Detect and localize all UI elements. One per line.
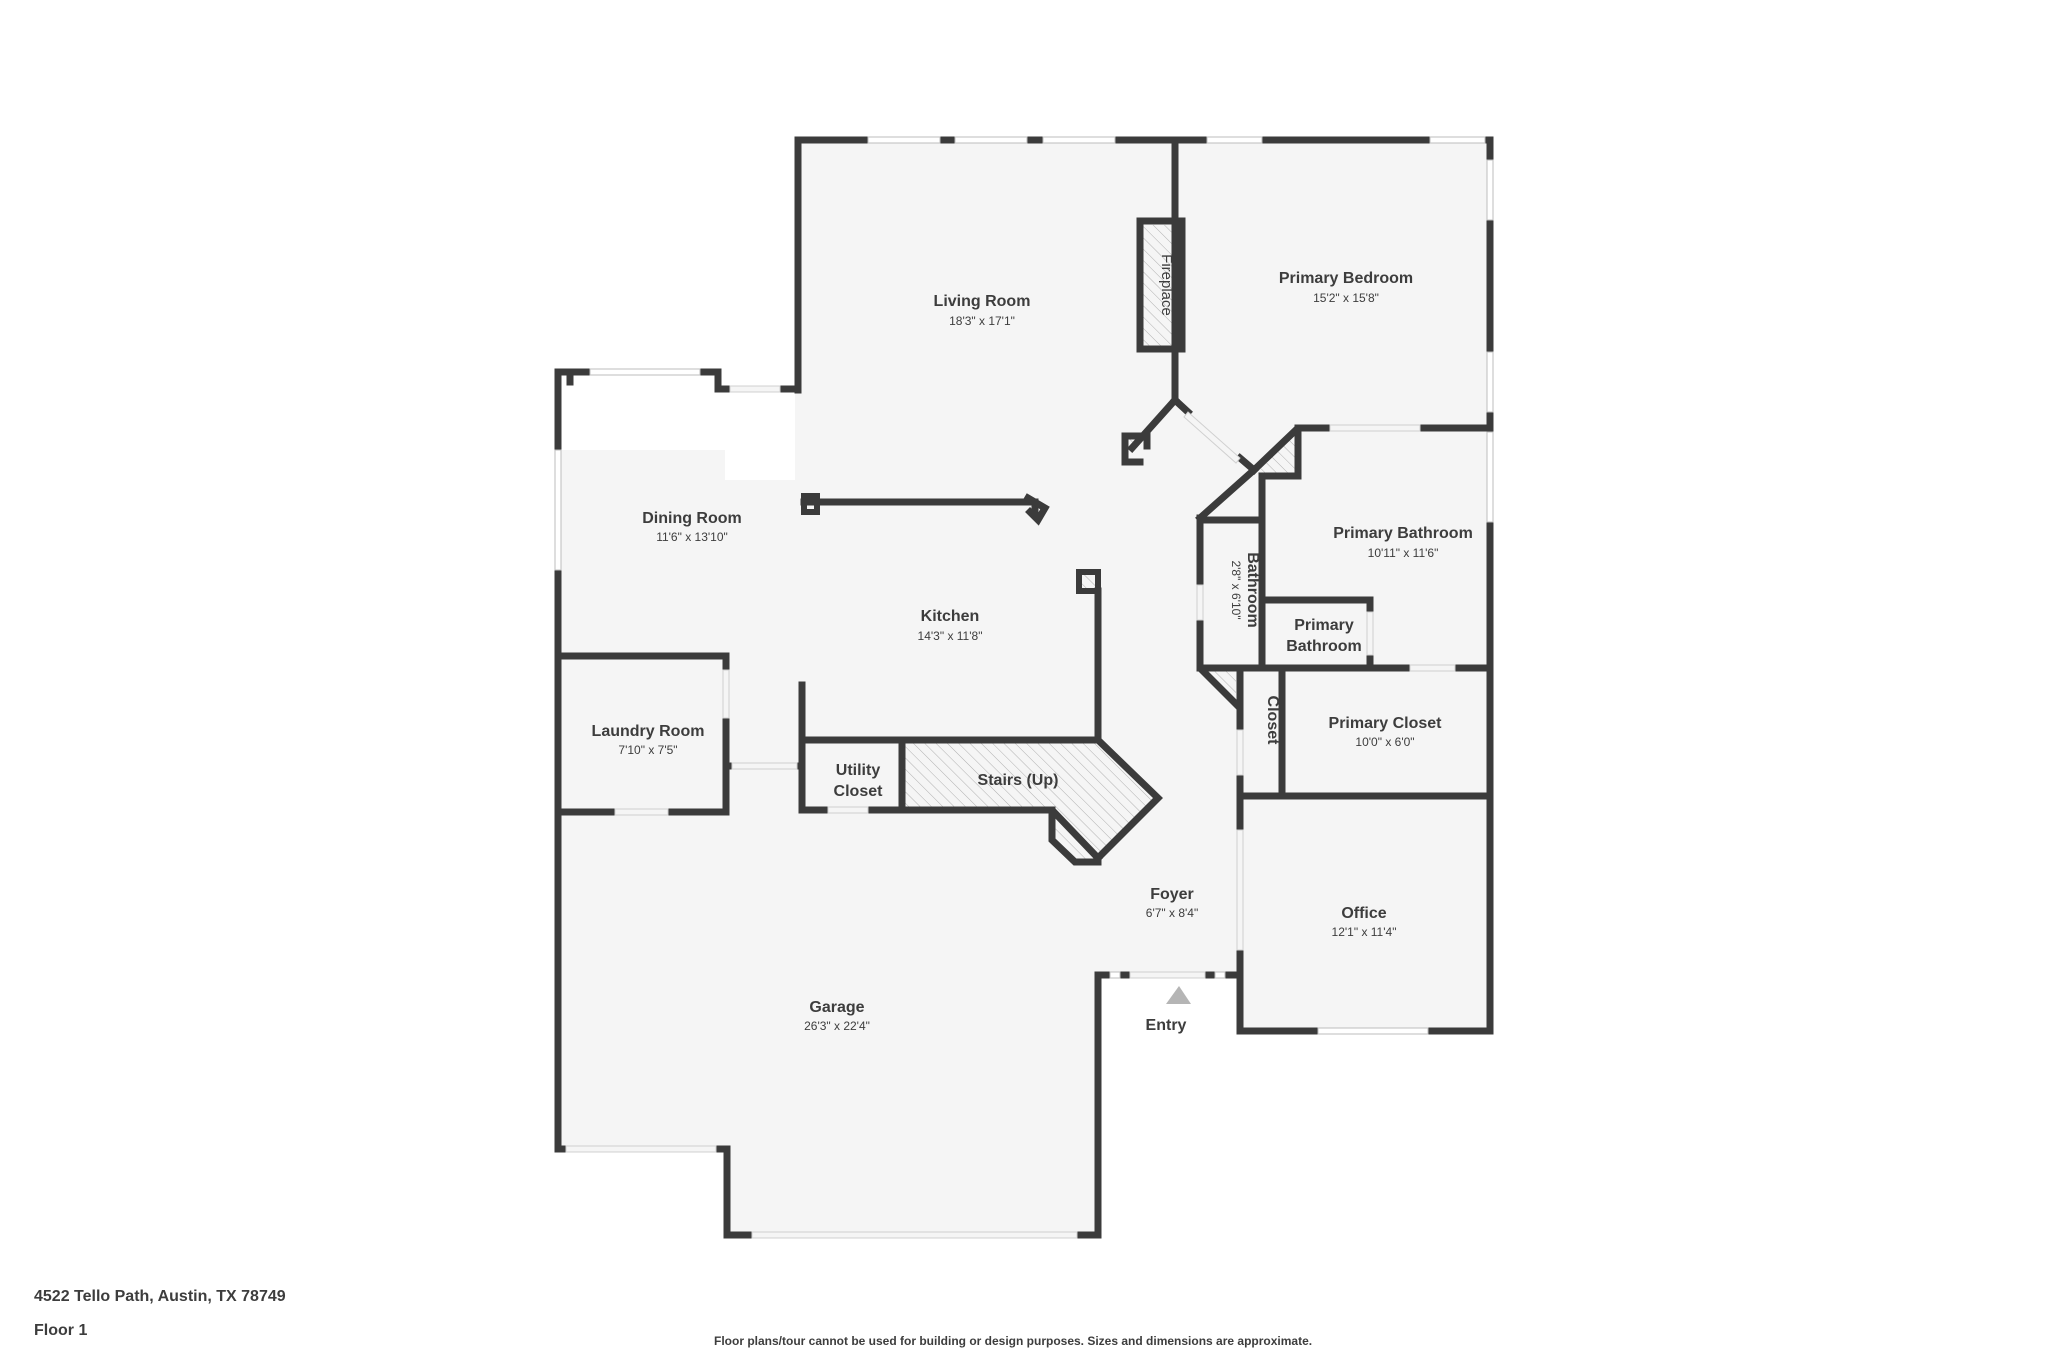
room-dimensions: 2'8" x 6'10" (1229, 560, 1243, 619)
room-laundry-room: Laundry Room 7'10" x 7'5" (592, 723, 705, 757)
room-dimensions: 7'10" x 7'5" (618, 743, 677, 757)
room-name: Foyer (1150, 886, 1194, 903)
entry-arrow-icon (1166, 986, 1191, 1004)
doors (565, 385, 1456, 1239)
property-address: 4522 Tello Path, Austin, TX 78749 (34, 1288, 286, 1305)
disclaimer: Floor plans/tour cannot be used for buil… (714, 1334, 1313, 1348)
room-dimensions: 6'7" x 8'4" (1146, 906, 1198, 920)
room-name: Closet (1264, 696, 1281, 746)
room-dimensions: 11'6" x 13'10" (656, 530, 728, 544)
room-dimensions: 12'1" x 11'4" (1332, 925, 1397, 939)
room-dimensions: 10'0" x 6'0" (1355, 735, 1414, 749)
room-name: Kitchen (921, 608, 980, 625)
room-name-line1: Utility (836, 762, 881, 779)
room-stairs: Stairs (Up) (978, 772, 1059, 789)
room-name: Garage (809, 999, 864, 1016)
room-name-line2: Closet (834, 783, 884, 800)
room-name: Stairs (Up) (978, 772, 1059, 789)
room-utility-closet: Utility Closet (834, 762, 884, 800)
room-name: Primary Bedroom (1279, 270, 1413, 287)
room-primary-bathroom: Primary Bathroom 10'11" x 11'6" (1333, 525, 1473, 560)
room-bathroom: Bathroom 2'8" x 6'10" (1229, 552, 1261, 628)
room-dimensions: 26'3" x 22'4" (804, 1019, 870, 1033)
entry-label: Entry (1146, 1017, 1187, 1034)
room-name-line1: Primary (1294, 617, 1354, 634)
stairs-hatch (905, 740, 1155, 855)
room-name: Primary Closet (1329, 715, 1443, 732)
room-primary-bedroom: Primary Bedroom 15'2" x 15'8" (1279, 270, 1413, 305)
room-fireplace: Fireplace (1158, 254, 1175, 316)
room-dimensions: 10'11" x 11'6" (1368, 546, 1439, 560)
room-name: Dining Room (642, 510, 742, 527)
room-primary-bathroom-small: Primary Bathroom (1286, 617, 1362, 655)
floor-label: Floor 1 (34, 1322, 88, 1339)
room-living-room: Living Room 18'3" x 17'1" (934, 293, 1031, 328)
room-name: Living Room (934, 293, 1031, 310)
room-foyer: Foyer 6'7" x 8'4" (1146, 886, 1198, 920)
room-primary-closet: Primary Closet 10'0" x 6'0" (1329, 715, 1443, 749)
room-dimensions: 18'3" x 17'1" (949, 314, 1015, 328)
room-closet: Closet (1264, 696, 1281, 746)
room-name: Fireplace (1158, 254, 1175, 316)
room-name: Primary Bathroom (1333, 525, 1473, 542)
room-dining-room: Dining Room 11'6" x 13'10" (642, 510, 742, 544)
room-dimensions: 15'2" x 15'8" (1313, 291, 1379, 305)
room-name: Bathroom (1244, 552, 1261, 628)
room-kitchen: Kitchen 14'3" x 11'8" (918, 608, 983, 643)
windows (554, 136, 1494, 1035)
room-garage: Garage 26'3" x 22'4" (804, 999, 870, 1033)
room-office: Office 12'1" x 11'4" (1332, 905, 1397, 939)
room-dimensions: 14'3" x 11'8" (918, 629, 983, 643)
room-name: Office (1341, 905, 1386, 922)
room-name: Laundry Room (592, 723, 705, 740)
room-name-line2: Bathroom (1286, 638, 1362, 655)
entry-marker: Entry (1146, 986, 1191, 1034)
